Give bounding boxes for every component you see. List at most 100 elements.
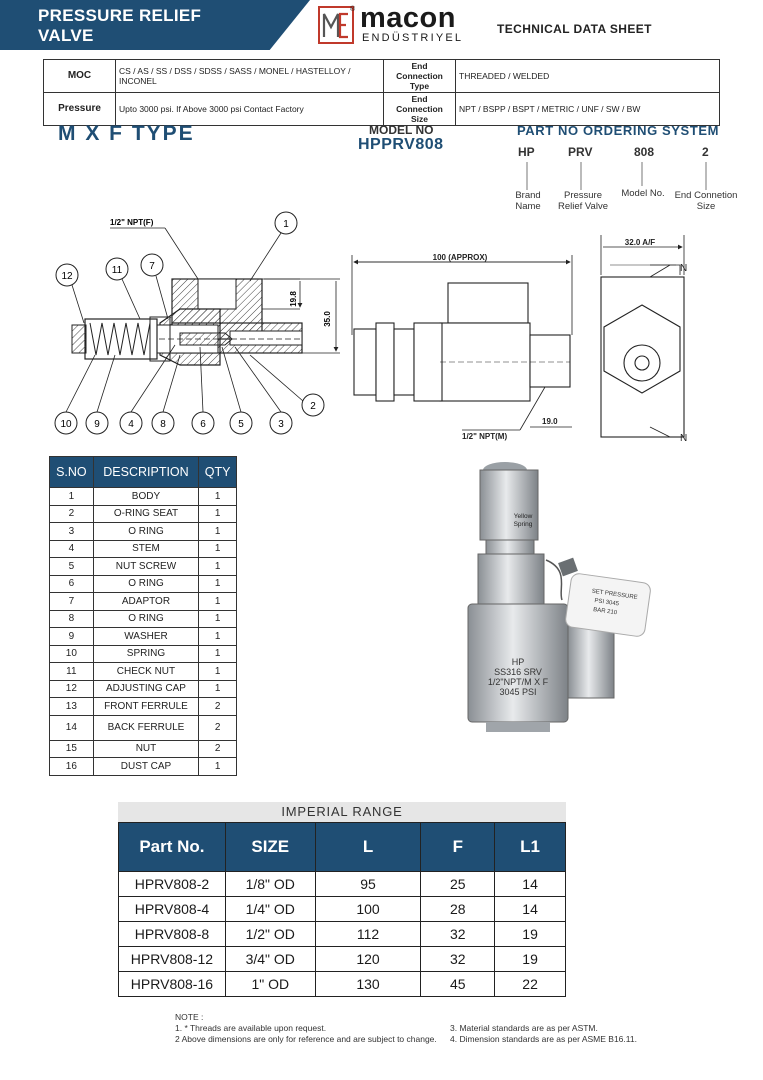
dim-35-0: 35.0 [323,311,332,327]
imperial-cell: 14 [494,871,566,897]
imperial-cell: HPRV808-4 [118,896,226,922]
parts-cell: 1 [198,609,237,628]
balloon-2: 2 [310,401,316,412]
parts-cell: BODY [92,487,200,506]
parts-cell: 11 [49,662,94,681]
parts-cell: 15 [49,739,94,758]
imperial-cell: 25 [420,871,496,897]
notes-title: NOTE : [175,1012,204,1022]
technical-drawing: 19.8 35.0 1/2" NPT(F) 12 11 7 1 2 10 9 4… [54,211,687,444]
npt-f-label: 1/2" NPT(F) [110,218,154,227]
balloon-3: 3 [278,419,284,430]
spring-tag-2: Spring [514,521,533,528]
code-prv: PRV [568,145,593,159]
spec-table: MOC CS / AS / SS / DSS / SDSS / SASS / M… [43,59,720,126]
parts-cell: 2 [198,697,237,716]
end-view: 32.0 A/F N N [600,235,687,444]
parts-cell: 2 [198,714,237,741]
imperial-cell: 14 [494,896,566,922]
parts-cell: 1 [198,757,237,776]
note-3: 3. Material standards are as per ASTM. [450,1023,598,1033]
tag-line-2: PSI 3045 [594,598,620,607]
imperial-cell: 22 [494,971,566,997]
parts-cell: 3 [49,522,94,541]
pressure-value: Upto 3000 psi. If Above 3000 psi Contact… [115,92,384,126]
imperial-header-cell: F [420,822,496,872]
brand-subtitle: ENDÜSTRIYEL [362,32,464,44]
moc-value: CS / AS / SS / DSS / SDSS / SASS / MONEL… [115,59,384,93]
parts-cell: 1 [198,504,237,523]
logo-icon [322,12,348,39]
parts-cell: DUST CAP [92,757,200,776]
dim-af: 32.0 A/F [625,238,655,247]
code-leader-lines [526,162,707,190]
body-mark-4: 3045 PSI [499,687,536,697]
parts-cell: STEM [92,539,200,558]
parts-cell: 8 [49,609,94,628]
imperial-header-cell: L [314,822,422,872]
brand-name: macon [360,2,456,34]
balloon-4: 4 [128,419,134,430]
desc-model: Model No. [621,188,665,199]
balloon-9: 9 [94,419,100,430]
parts-cell: 1 [198,627,237,646]
imperial-cell: HPRV808-12 [118,946,226,972]
imperial-cell: 19 [494,921,566,947]
dim-19-8: 19.8 [289,291,298,307]
imperial-cell: HPRV808-8 [118,921,226,947]
imperial-cell: 1/4" OD [224,896,316,922]
npt-m-label: 1/2" NPT(M) [462,432,507,441]
parts-cell: 6 [49,574,94,593]
parts-cell: 2 [49,504,94,523]
parts-cell: 5 [49,557,94,576]
parts-header-cell: S.NO [49,456,94,488]
parts-cell: 10 [49,644,94,663]
parts-cell: 1 [198,574,237,593]
imperial-cell: 1/8" OD [224,871,316,897]
body-mark-1: HP [512,657,525,667]
imperial-cell: 100 [314,896,422,922]
parts-cell: ADAPTOR [92,592,200,611]
header-band [0,0,310,50]
imperial-cell: 19 [494,946,566,972]
balloon-6: 6 [200,419,206,430]
n-label-top: N [680,263,687,274]
balloon-1: 1 [283,219,289,230]
imperial-cell: 130 [314,971,422,997]
parts-cell: O RING [92,574,200,593]
note-4: 4. Dimension standards are as per ASME B… [450,1034,637,1044]
end-conn-size-label: End Connection Size [383,92,456,126]
parts-cell: 1 [49,487,94,506]
type-title: M X F TYPE [58,122,195,145]
parts-cell: 1 [198,539,237,558]
imperial-cell: 3/4" OD [224,946,316,972]
parts-cell: O RING [92,522,200,541]
imperial-header-cell: L1 [494,822,566,872]
parts-cell: O RING [92,609,200,628]
balloon-10: 10 [60,419,72,430]
parts-cell: NUT SCREW [92,557,200,576]
dim-19-0: 19.0 [542,417,558,426]
imperial-header-cell: Part No. [118,822,226,872]
parts-cell: FRONT FERRULE [92,697,200,716]
part-no-system-title: PART NO ORDERING SYSTEM [517,123,720,138]
dim-100: 100 (APPROX) [433,253,488,262]
parts-cell: O-RING SEAT [92,504,200,523]
imperial-cell: 1/2" OD [224,921,316,947]
registered-mark: ® [350,6,356,13]
imperial-cell: 32 [420,921,496,947]
